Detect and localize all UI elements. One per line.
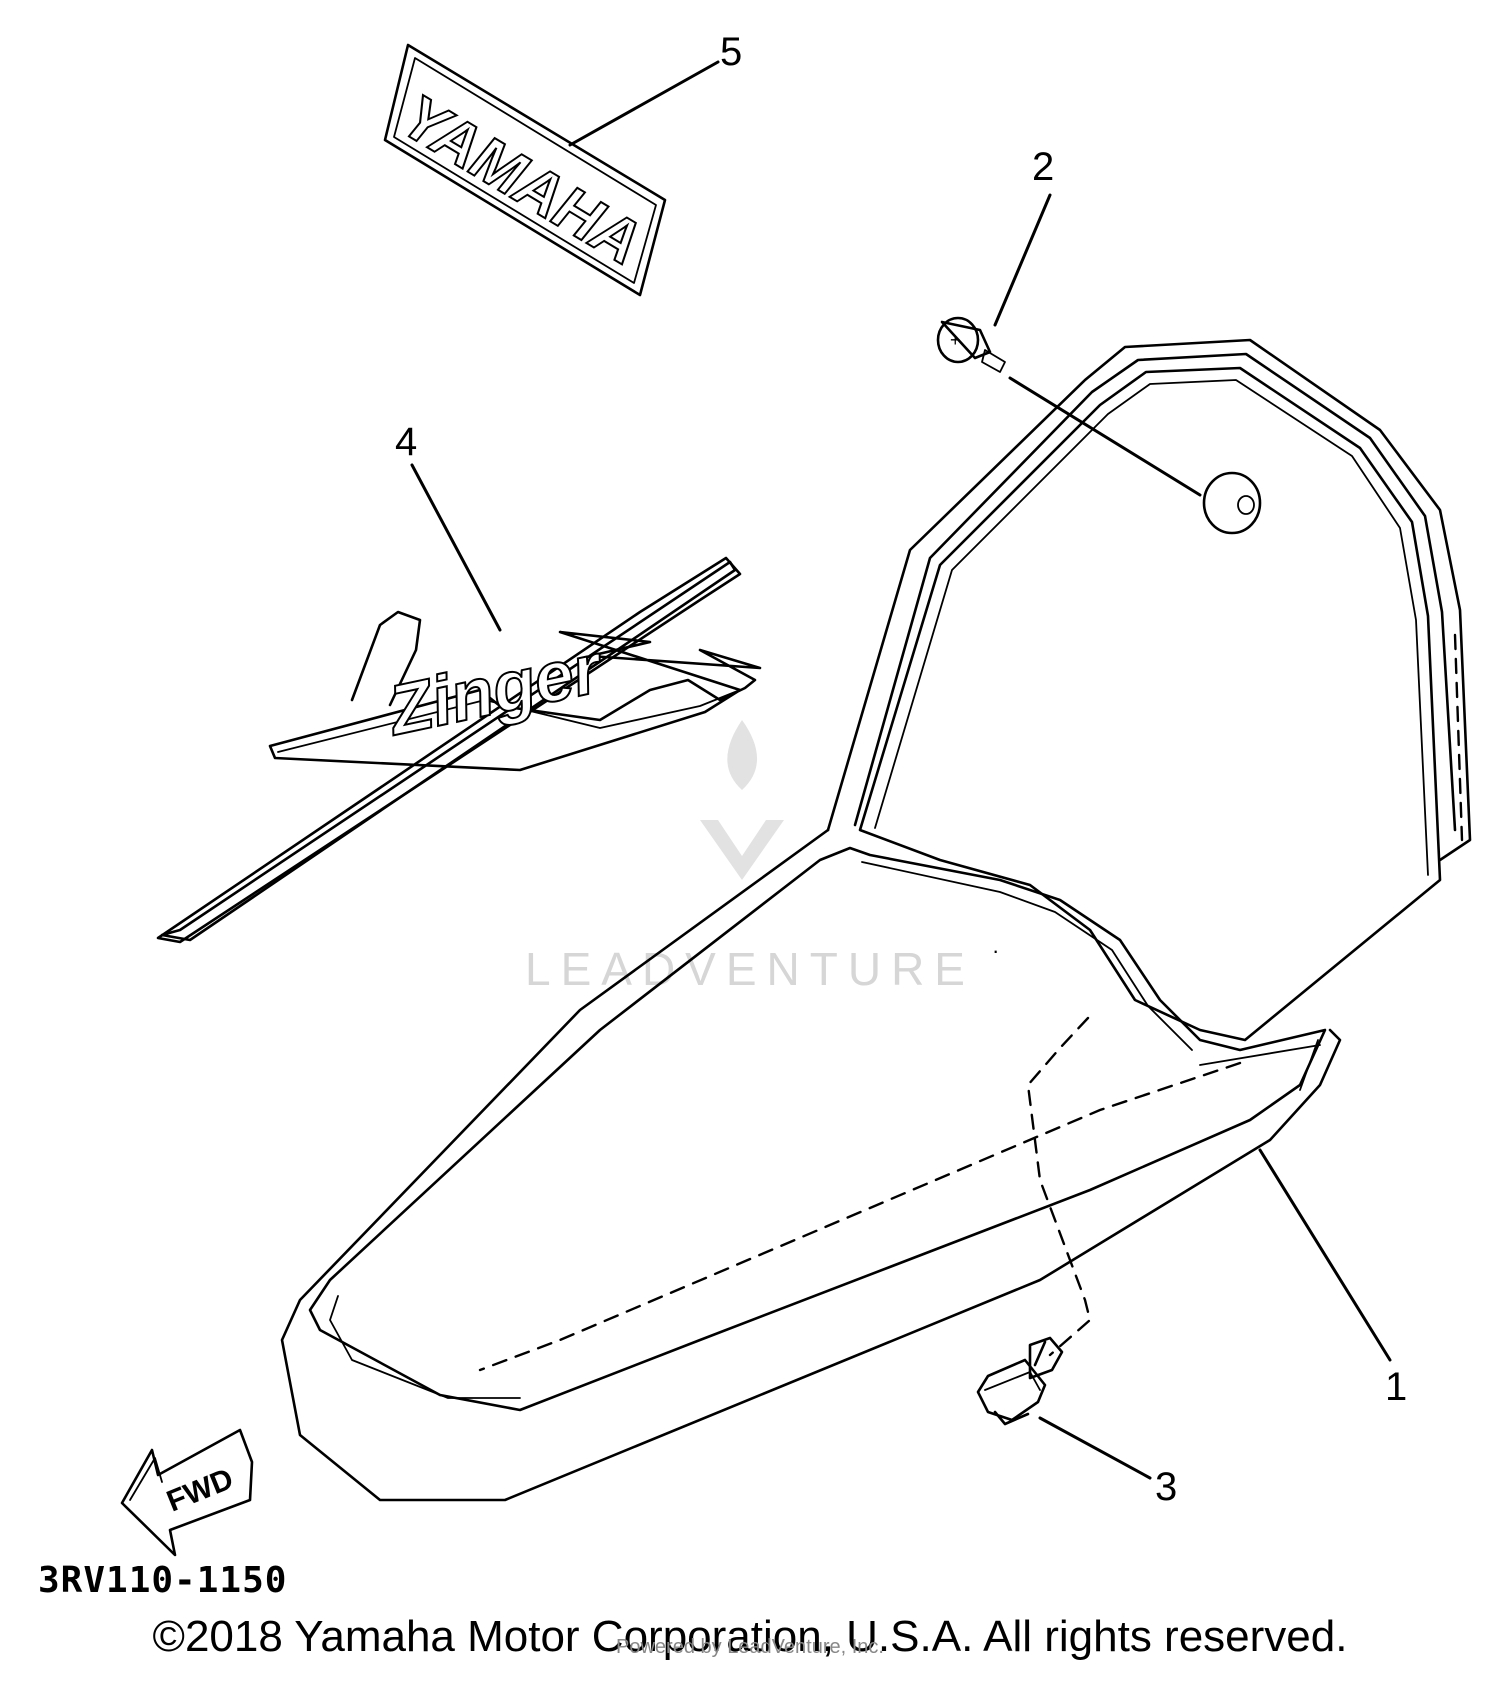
fwd-arrow-icon: FWD xyxy=(120,1428,254,1557)
callout-5: 5 xyxy=(720,30,742,74)
diagram-part-code: 3RV110-1150 xyxy=(38,1560,288,1601)
part-3-bolt[interactable] xyxy=(976,1336,1064,1426)
callouts: 5 2 4 1 3 xyxy=(395,30,1407,1509)
callout-2: 2 xyxy=(1032,145,1054,189)
leader-1 xyxy=(1258,1148,1392,1362)
part-1-seat[interactable]: · xyxy=(280,338,1472,1502)
watermark-logo-icon xyxy=(700,720,784,880)
part-4-emblem[interactable]: Zinger xyxy=(156,556,762,944)
leader-2-mount xyxy=(1008,376,1202,497)
leader-4 xyxy=(410,463,502,632)
part-5-yamaha-decal[interactable]: YAMAHA xyxy=(383,43,667,297)
watermark: LEADVENTURE xyxy=(525,720,975,995)
mount-guide xyxy=(1026,1016,1092,1357)
copyright-notice: ©2018 Yamaha Motor Corporation, U.S.A. A… xyxy=(152,1612,1348,1661)
callout-4: 4 xyxy=(395,420,417,464)
callout-3: 3 xyxy=(1155,1465,1177,1509)
seat-mount-tab xyxy=(1202,471,1262,535)
seat-small-mark: · xyxy=(992,938,999,963)
part-2-bolt[interactable]: + xyxy=(936,316,1006,373)
leader-5 xyxy=(568,60,720,147)
bolt-head-mark-icon: + xyxy=(950,330,961,350)
leader-2 xyxy=(993,193,1052,327)
watermark-text: LEADVENTURE xyxy=(525,943,975,995)
leader-3 xyxy=(1038,1416,1152,1480)
powered-by-credit: Powered by LeadVenture, Inc. xyxy=(616,1636,884,1658)
callout-1: 1 xyxy=(1385,1365,1407,1409)
leader-lines xyxy=(410,60,1392,1480)
